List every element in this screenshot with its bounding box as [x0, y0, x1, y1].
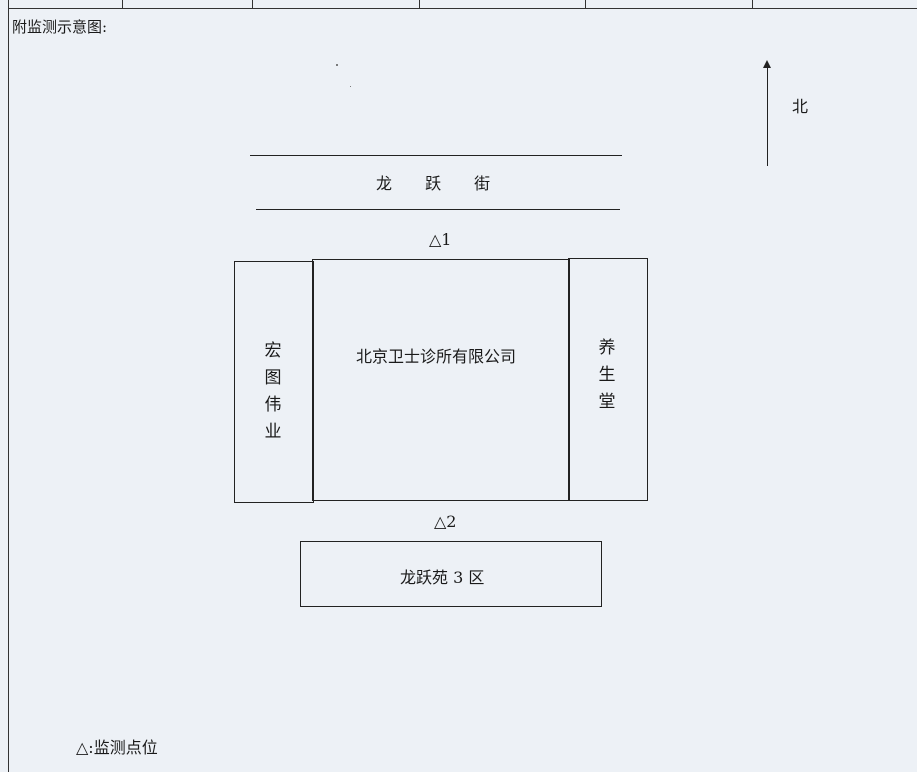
top-rule	[8, 8, 917, 9]
cell-divider	[419, 0, 420, 8]
arrow-up-icon	[763, 60, 771, 68]
north-label: 北	[792, 97, 809, 116]
east-building: 养生堂	[568, 258, 648, 501]
legend: △:监测点位	[76, 738, 158, 757]
monitor-point-2: △2	[434, 512, 457, 531]
street-label: 龙 跃 街	[376, 174, 505, 193]
cell-divider	[585, 0, 586, 8]
center-building-label: 北京卫士诊所有限公司	[356, 347, 517, 366]
north-arrow-shaft	[767, 66, 768, 166]
page-title: 附监测示意图:	[12, 18, 108, 36]
west-building: 宏图伟业	[234, 261, 314, 503]
east-building-label: 养生堂	[598, 338, 616, 412]
cell-divider	[252, 0, 253, 8]
monitor-point-1: △1	[429, 230, 452, 249]
south-building-label: 龙跃苑 3 区	[400, 568, 485, 587]
center-building	[312, 259, 570, 501]
south-building	[300, 541, 602, 607]
scan-speck	[350, 86, 351, 87]
scan-speck	[336, 64, 338, 66]
cell-divider	[122, 0, 123, 8]
west-building-label: 宏图伟业	[264, 341, 282, 442]
street-south-edge	[256, 209, 620, 210]
street-north-edge	[250, 155, 622, 156]
cell-divider	[752, 0, 753, 8]
table-border	[8, 0, 917, 772]
